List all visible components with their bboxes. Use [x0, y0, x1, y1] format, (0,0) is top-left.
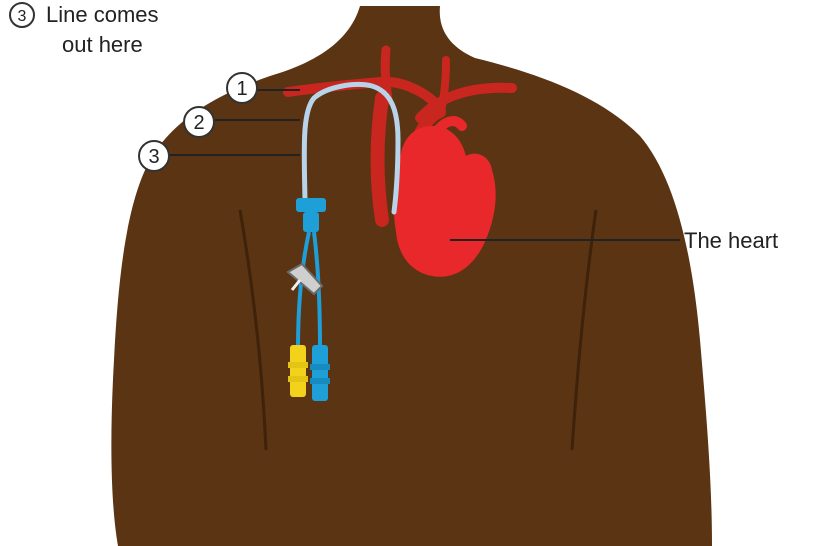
header-note: 3 Line comes out here	[10, 2, 159, 57]
marker-1-number: 1	[236, 78, 247, 100]
blue-lumen-connector	[310, 345, 330, 401]
catheter-hub-neck	[303, 212, 319, 232]
header-note-line2: out here	[62, 32, 143, 57]
marker-2-number: 2	[193, 112, 204, 134]
marker-2: 2	[184, 107, 214, 137]
marker-3-number: 3	[148, 146, 159, 168]
header-note-number: 3	[18, 8, 27, 25]
marker-1: 1	[227, 73, 257, 103]
header-note-line1: Line comes	[46, 2, 159, 27]
marker-3: 3	[139, 141, 169, 171]
catheter-hub	[296, 198, 326, 212]
yellow-lumen-connector	[288, 345, 308, 397]
heart-label: The heart	[684, 228, 778, 253]
